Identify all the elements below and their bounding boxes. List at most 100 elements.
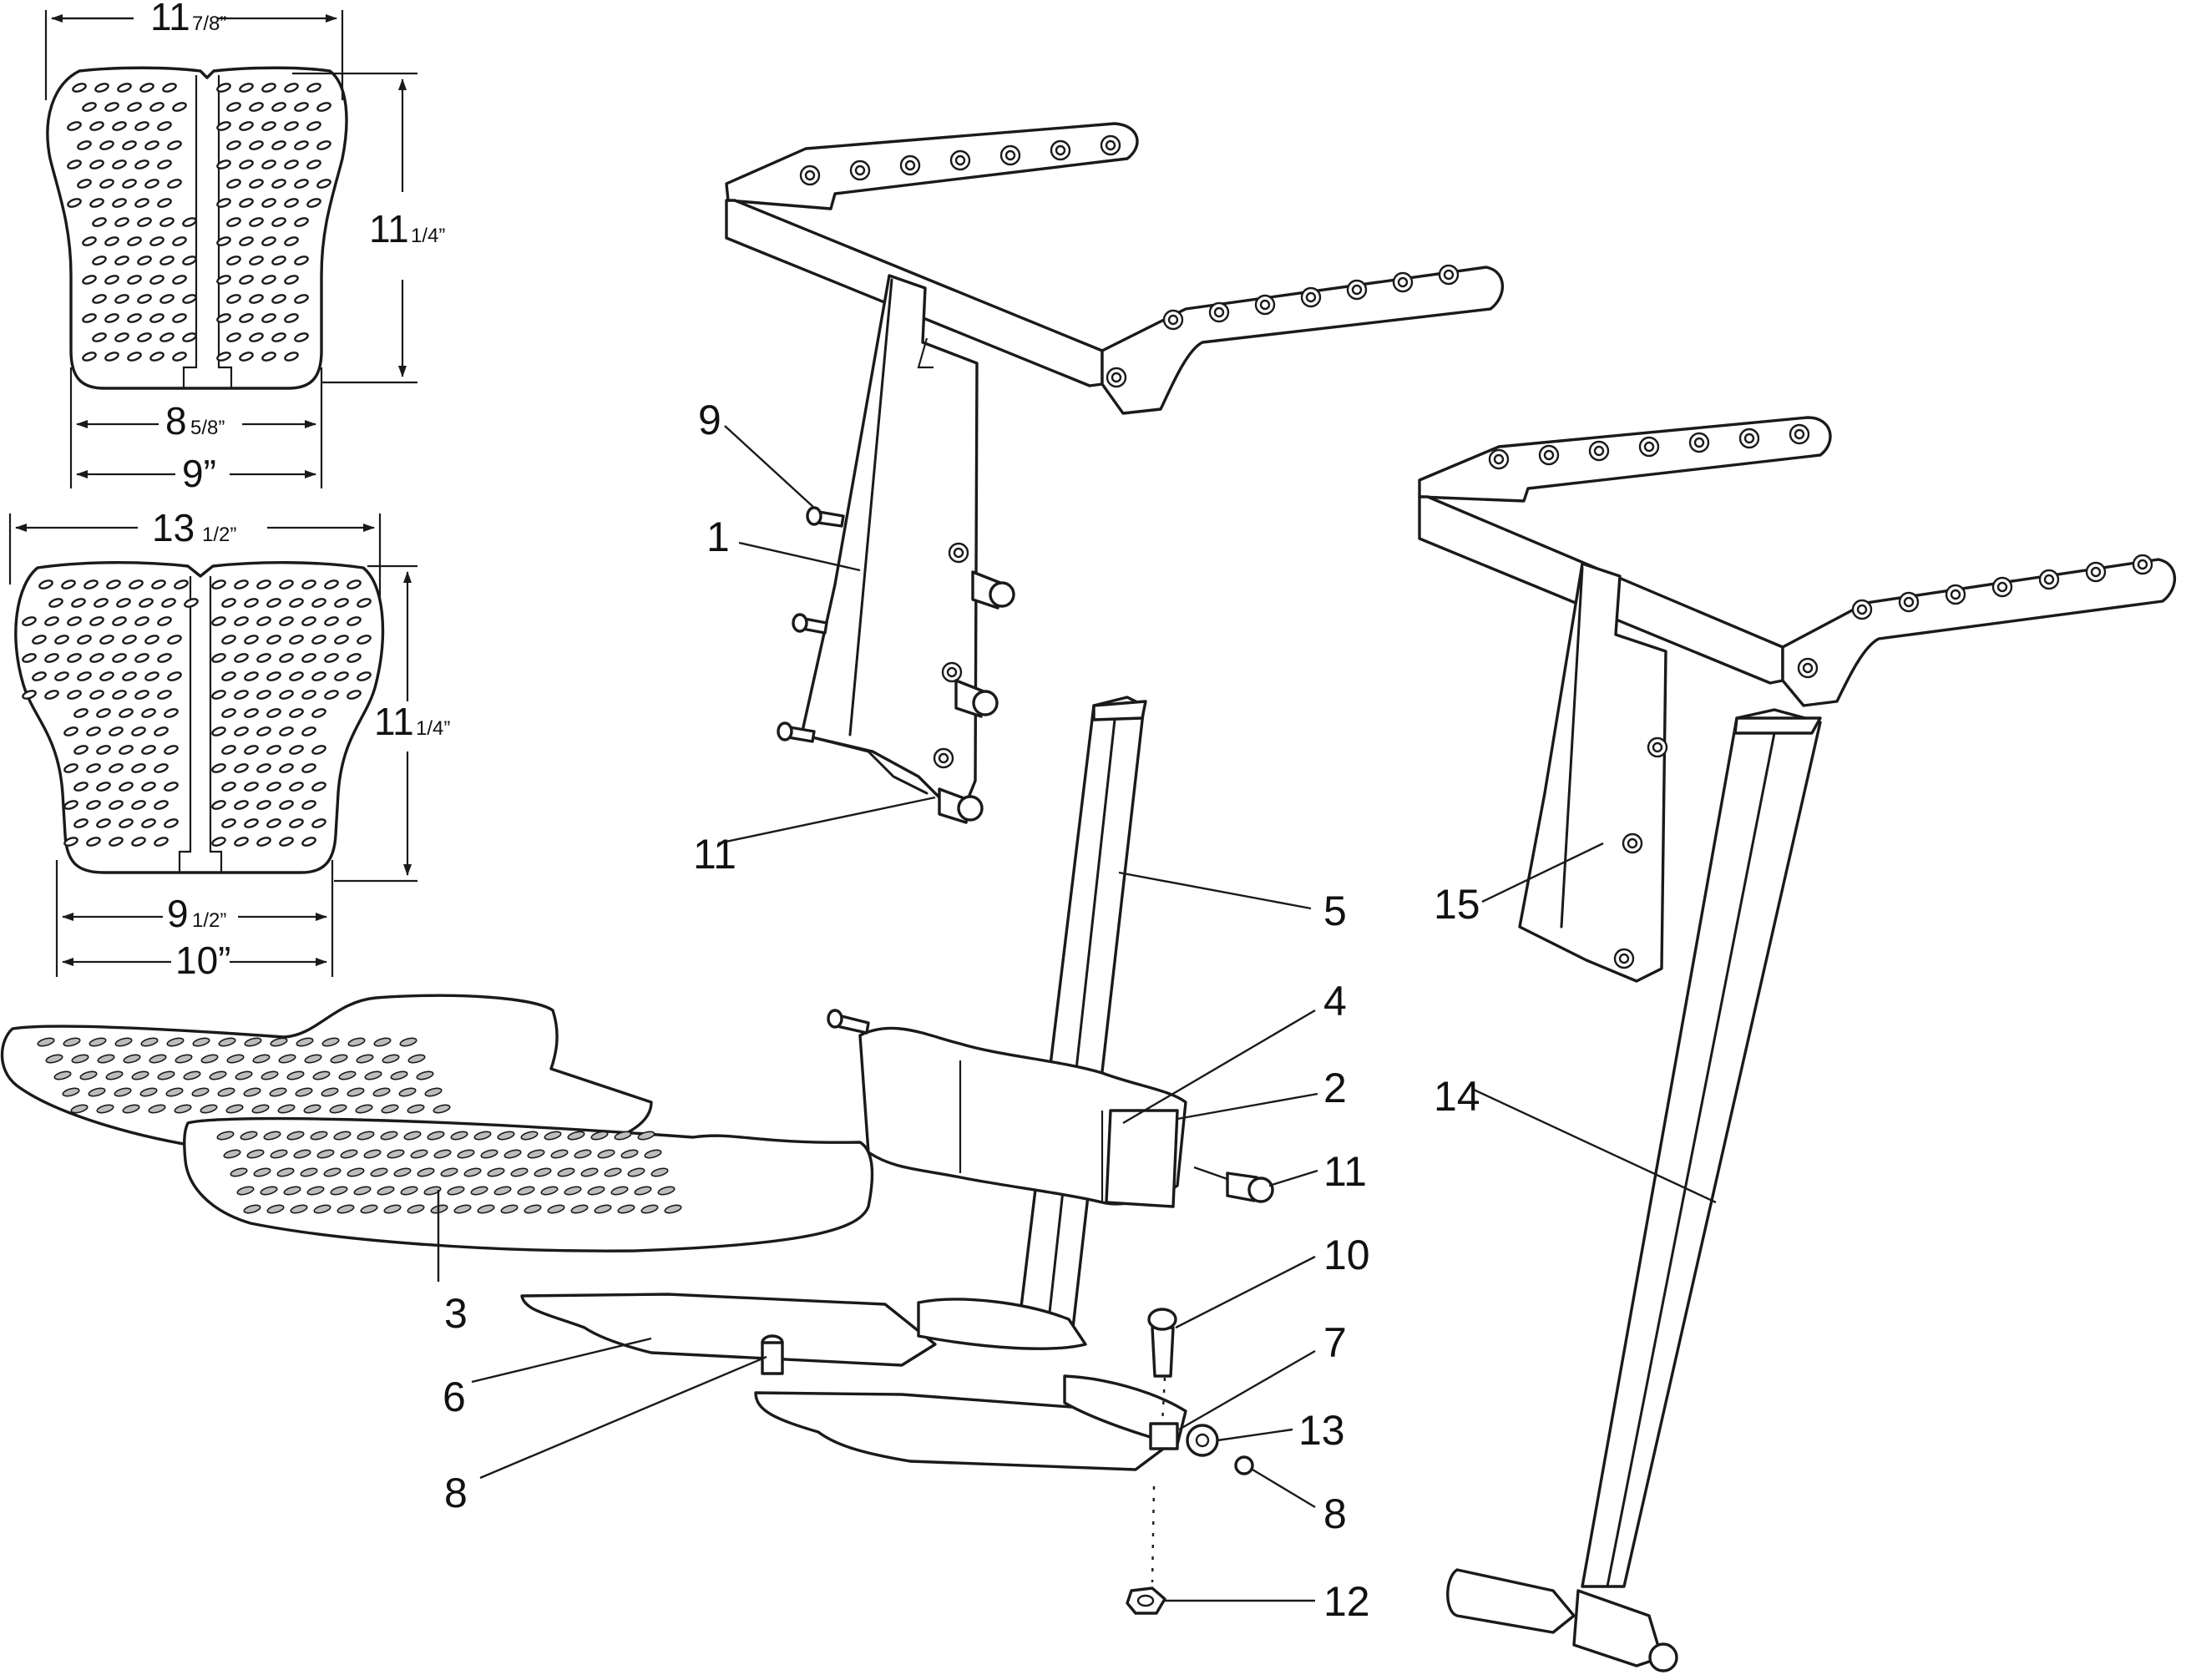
pad-slot [37,1037,55,1047]
pad-slot [301,726,316,736]
pad-slot [240,1131,258,1141]
pad-slot [164,745,179,755]
pad-slot [149,352,164,362]
pad-slot [316,179,331,189]
pad-slot [301,800,316,810]
pad-slot [284,275,299,285]
pad-slot [54,671,69,681]
pad-slot [347,1087,365,1097]
pad-slot [294,256,309,266]
pad-slot [249,256,264,266]
pad-slot [44,653,59,663]
mounting-hole-inner [1305,291,1317,303]
pad-slot [416,1070,434,1080]
pad-slot [306,1186,325,1196]
pad-slot [261,236,276,246]
mounting-hole-inner [2043,574,2055,585]
part-4-clamp [858,1026,1187,1206]
pad-slot [276,1167,295,1177]
pad-slot [261,313,276,323]
pad-slot [301,763,316,773]
pad-slot [131,763,146,773]
pad-slot [527,1149,545,1159]
pad-slot [381,1104,399,1114]
pad-slot [221,745,236,755]
pad-slot [221,708,236,718]
mounting-hole-inner [1643,441,1655,453]
pad-slot [587,1186,605,1196]
pad-slot [266,598,281,608]
pad-slot [266,1204,285,1214]
pad-slot [271,102,286,112]
pad-slot [271,256,286,266]
pad-slot [99,671,114,681]
mounting-hole-inner [1543,449,1555,461]
pad-slot [256,800,271,810]
pad-slot [453,1204,472,1214]
pad-slot [211,579,226,590]
mounting-hole-inner [1593,445,1605,457]
pad-slot [261,1070,279,1080]
pad-slot [112,121,127,131]
pad-slot [614,1131,632,1141]
pad-slot [249,102,264,112]
pad-slot [640,1204,659,1214]
pad-slot [131,1070,149,1080]
pad-slot [300,1167,318,1177]
pad-slot [216,1131,235,1141]
pad-slot [271,217,286,227]
pad-slot [141,745,156,755]
large-pad-top-width-fraction: 1/2” [202,524,236,546]
pad-slot [167,635,182,645]
pad-slot [330,1054,348,1064]
pad-slot [235,1070,253,1080]
pad-slot [417,1167,435,1177]
pad-slot [294,102,309,112]
mounting-hole-inner [1743,433,1755,444]
pad-slot [184,598,199,608]
pad-slot [424,1087,443,1097]
pad-slot [67,690,82,700]
mounting-hole-inner [1856,604,1868,615]
pad-slot [71,598,86,608]
pad-slot [269,1087,287,1097]
mounting-hole-inner [1167,314,1179,326]
pad-slot [503,1149,522,1159]
pad-slot [149,236,164,246]
mounting-hole-inner [1259,299,1271,311]
pad-slot [295,1087,313,1097]
pad-slot [61,579,76,590]
pad-slot [157,616,172,626]
pad-slot [266,745,281,755]
pad-slot [99,179,114,189]
pad-slot [71,1054,89,1064]
pad-slot [123,1054,141,1064]
pad-slot [127,275,142,285]
pad-slot [157,121,172,131]
pad-slot [294,332,309,342]
pad-slot [403,1131,422,1141]
pad-slot [112,690,127,700]
pad-slot [301,653,316,663]
pad-slot [112,159,127,170]
pad-slot [340,1149,358,1159]
hardware [761,506,1274,1615]
mounting-hole-inner [1618,953,1630,964]
pad-slot [347,616,362,626]
pad-slot [82,313,97,323]
small-pad-dimensions: 11 7/8” 11 1/4” 8 5/8” 9” [44,0,445,495]
large-pad-bottom-width: 10” [175,939,230,982]
pad-slot [236,1186,255,1196]
pad-slot [294,140,309,150]
pad-slot [256,579,271,590]
part-2-clamp-plate [1105,1109,1179,1208]
pad-slot [172,313,187,323]
pad-slot [182,256,197,266]
pad-slot [216,275,231,285]
pad-slot [221,635,236,645]
pad-slot [347,579,362,590]
pad-slot [260,1186,278,1196]
pad-slot [109,726,124,736]
pad-slot [159,217,175,227]
callout-4: 4 [1323,978,1347,1025]
